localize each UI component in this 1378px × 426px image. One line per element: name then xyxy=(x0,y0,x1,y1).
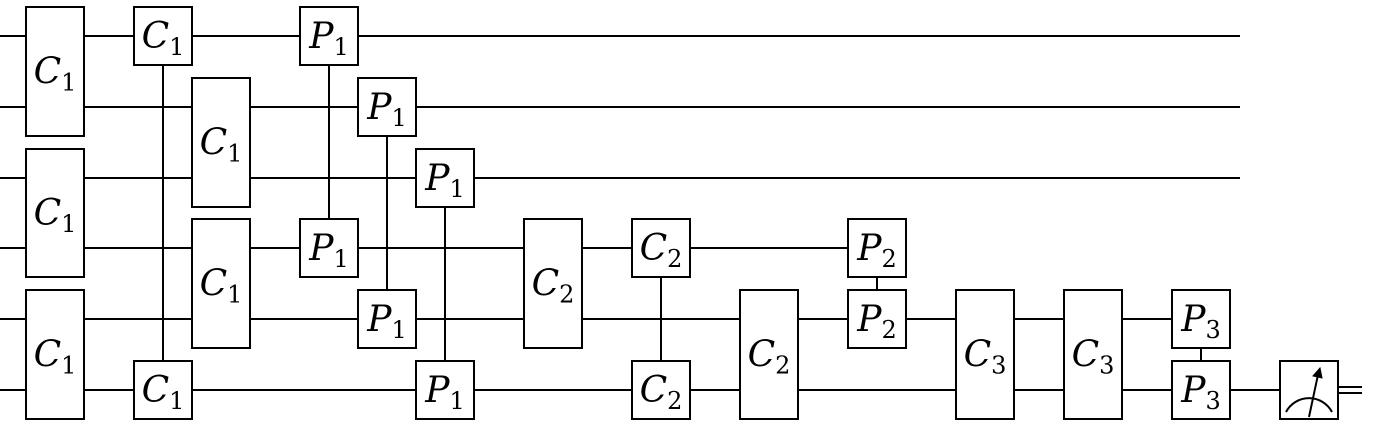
gate-p1-bottom: P1 xyxy=(415,360,475,420)
gate-box xyxy=(847,289,907,349)
gate-label: P2 xyxy=(856,228,897,273)
gates: C1C1C1C1C1C1C1P1P1P1P1P1P1C2C2C2C2P2P2C3… xyxy=(25,6,1231,420)
gate-p1-top: P1 xyxy=(357,77,417,137)
gate-box xyxy=(847,218,907,278)
gate-box xyxy=(133,6,193,66)
gate-box xyxy=(25,148,85,278)
gate-label: C2 xyxy=(640,370,683,415)
gate-label: C1 xyxy=(200,123,243,168)
gate-box xyxy=(357,289,417,349)
gate-label: C3 xyxy=(1072,335,1115,380)
gate-box xyxy=(631,360,691,420)
gate-c2: C2 xyxy=(739,289,799,420)
gate-label: C3 xyxy=(964,335,1007,380)
gate-c2: C2 xyxy=(523,218,583,349)
gate-c2-bottom: C2 xyxy=(631,360,691,420)
gate-label: P1 xyxy=(366,299,407,344)
gate-box xyxy=(25,6,85,137)
measurement xyxy=(1279,360,1362,420)
gate-c1: C1 xyxy=(25,6,85,137)
gate-label: C2 xyxy=(748,335,791,380)
gate-p1-top: P1 xyxy=(415,148,475,208)
gate-label: C2 xyxy=(640,228,683,273)
gate-p1-bottom: P1 xyxy=(357,289,417,349)
gate-label: C1 xyxy=(34,52,77,97)
gate-c1-top: C1 xyxy=(133,6,193,66)
gate-box xyxy=(191,218,251,349)
gate-box xyxy=(357,77,417,137)
gate-label: C1 xyxy=(142,370,185,415)
measurement-meter-icon xyxy=(1279,360,1339,420)
gate-box xyxy=(191,77,251,208)
gate-label: P3 xyxy=(1180,299,1221,344)
gate-connectors xyxy=(162,65,1202,361)
gate-label: C1 xyxy=(34,193,77,238)
gate-p1-top: P1 xyxy=(299,6,359,66)
gate-box xyxy=(955,289,1015,420)
gate-box xyxy=(299,6,359,66)
gate-c1-bottom: C1 xyxy=(133,360,193,420)
gate-box xyxy=(631,218,691,278)
gate-c1: C1 xyxy=(191,218,251,349)
gate-label: P1 xyxy=(424,370,465,415)
gate-box xyxy=(739,289,799,420)
gate-label: P1 xyxy=(308,228,349,273)
gate-c3: C3 xyxy=(955,289,1015,420)
gate-box xyxy=(1171,360,1231,420)
gate-box xyxy=(25,289,85,420)
gate-label: P1 xyxy=(308,16,349,61)
gate-box xyxy=(523,218,583,349)
gate-box xyxy=(415,360,475,420)
gate-box xyxy=(415,148,475,208)
gate-label: P1 xyxy=(424,158,465,203)
gate-label: P2 xyxy=(856,299,897,344)
gate-p2-bottom: P2 xyxy=(847,289,907,349)
gate-c1: C1 xyxy=(25,148,85,278)
gate-label: C1 xyxy=(34,335,77,380)
gate-box xyxy=(133,360,193,420)
gate-c1: C1 xyxy=(25,289,85,420)
gate-label: P3 xyxy=(1180,370,1221,415)
gate-c3: C3 xyxy=(1063,289,1123,420)
gate-p3-top: P3 xyxy=(1171,289,1231,349)
gate-c1: C1 xyxy=(191,77,251,208)
gate-c2-top: C2 xyxy=(631,218,691,278)
gate-label: P1 xyxy=(366,87,407,132)
gate-label: C2 xyxy=(532,264,575,309)
gate-p1-bottom: P1 xyxy=(299,218,359,278)
gate-p2-top: P2 xyxy=(847,218,907,278)
gate-box xyxy=(1171,289,1231,349)
gate-box xyxy=(1063,289,1123,420)
gate-box xyxy=(299,218,359,278)
gate-p3-bottom: P3 xyxy=(1171,360,1231,420)
gate-label: C1 xyxy=(200,264,243,309)
gate-label: C1 xyxy=(142,16,185,61)
